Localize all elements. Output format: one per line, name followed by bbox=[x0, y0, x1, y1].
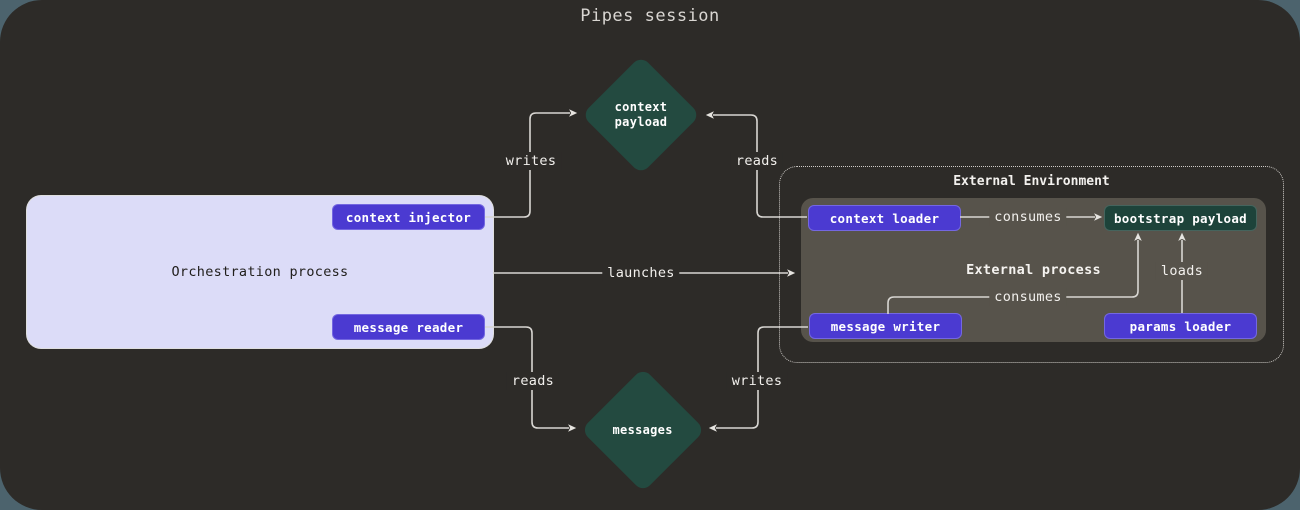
context-payload-label: context payload bbox=[614, 100, 668, 129]
external-environment-box: External Environment External process co… bbox=[779, 166, 1284, 363]
messages-label: messages bbox=[612, 422, 674, 437]
messages-diamond: messages bbox=[580, 367, 706, 493]
params-loader-node: params loader bbox=[1104, 313, 1257, 339]
context-injector-node: context injector bbox=[332, 204, 485, 230]
external-environment-label: External Environment bbox=[953, 174, 1110, 189]
message-reader-node: message reader bbox=[332, 314, 485, 340]
orchestration-process-box: Orchestration process context injector m… bbox=[27, 196, 493, 348]
context-payload-diamond: context payload bbox=[581, 55, 701, 175]
edge-label-launches: launches bbox=[602, 264, 680, 282]
message-writer-node: message writer bbox=[809, 313, 962, 339]
external-process-label: External process bbox=[966, 262, 1101, 278]
diagram-title: Pipes session bbox=[580, 6, 720, 26]
edge-label-consumes-context: consumes bbox=[989, 208, 1067, 226]
edge-label-consumes-messages: consumes bbox=[989, 288, 1067, 306]
edge-label-reads-context: reads bbox=[730, 152, 784, 170]
edge-label-writes-context: writes bbox=[500, 152, 562, 170]
edge-label-loads: loads bbox=[1155, 262, 1209, 280]
orchestration-process-label: Orchestration process bbox=[171, 264, 349, 280]
context-loader-node: context loader bbox=[808, 205, 961, 231]
bootstrap-payload-node: bootstrap payload bbox=[1104, 205, 1257, 231]
edge-label-reads-messages: reads bbox=[506, 372, 560, 390]
edge-label-writes-messages: writes bbox=[726, 372, 788, 390]
